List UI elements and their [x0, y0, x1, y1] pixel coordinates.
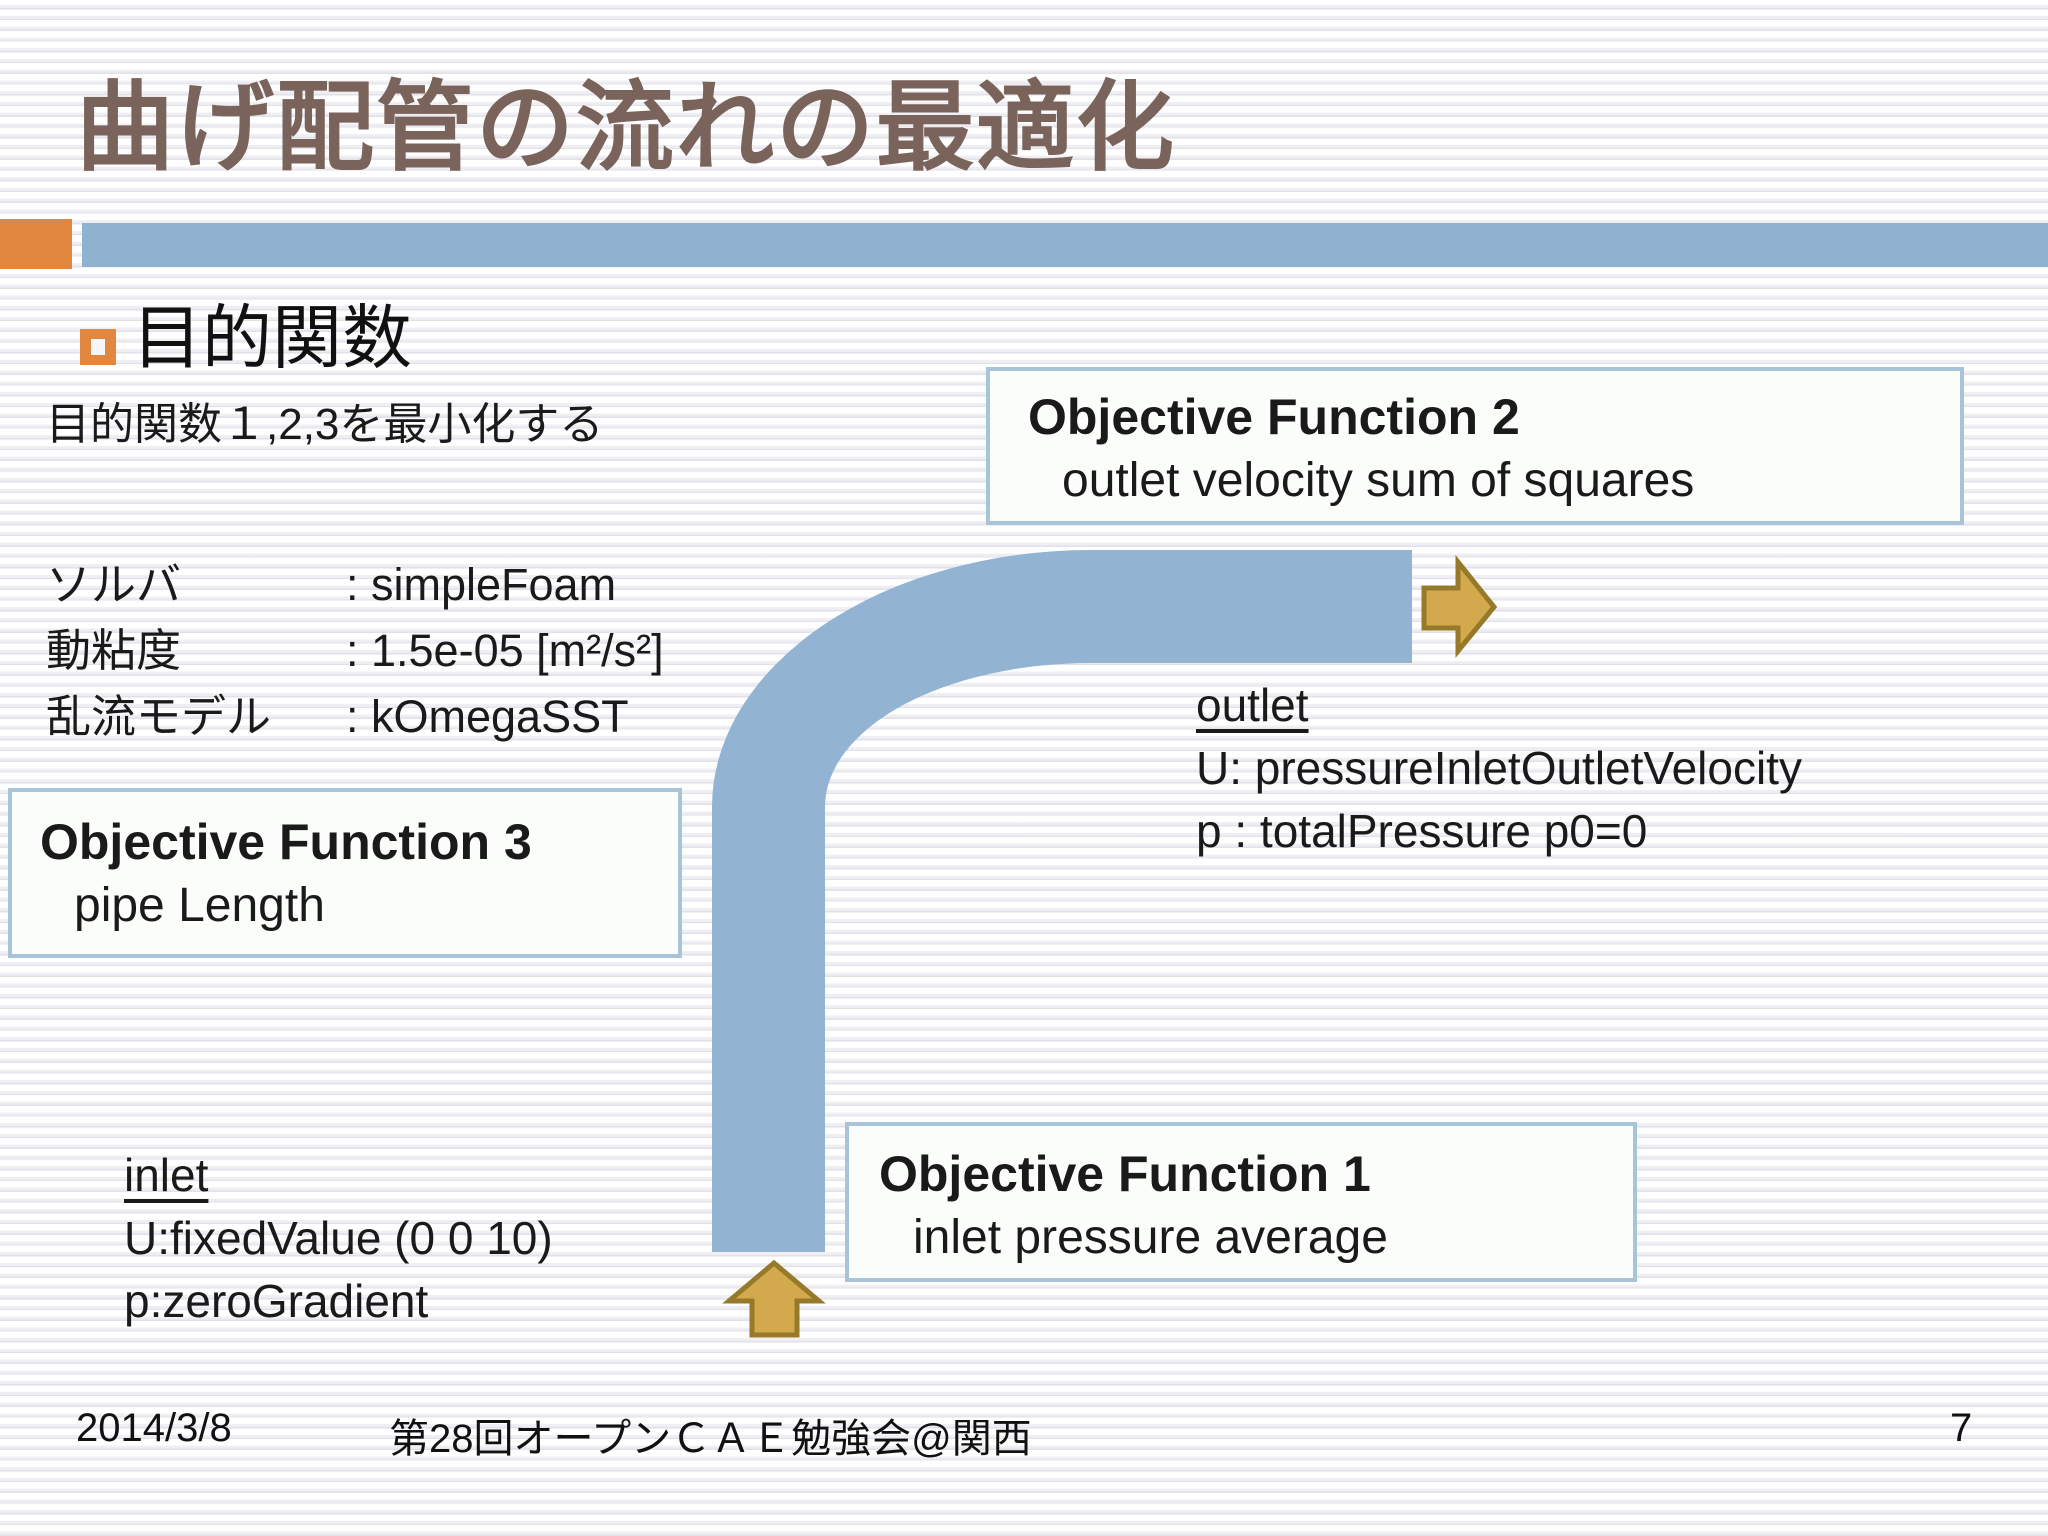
objective-function-2-desc: outlet velocity sum of squares — [1062, 454, 1695, 507]
section-heading: 目的関数 — [132, 299, 412, 377]
inlet-pressure-bc: p:zeroGradient — [124, 1275, 429, 1327]
objective-function-3-title: Objective Function 3 — [40, 814, 532, 870]
outlet-label: outlet — [1196, 679, 1309, 731]
objective-function-2-title: Objective Function 2 — [1028, 389, 1520, 445]
solver-row: 乱流モデル : kOmegaSST — [46, 684, 664, 750]
pipe-shape — [712, 550, 1412, 1252]
solver-label: ソルバ — [46, 559, 182, 610]
accent-bar-blue — [82, 223, 2048, 267]
outlet-boundary-conditions: outlet U: pressureInletOutletVelocity p … — [1196, 674, 1802, 863]
inlet-label: inlet — [124, 1149, 209, 1201]
objective-function-2-box: Objective Function 2 outlet velocity sum… — [986, 367, 1964, 525]
footer-date: 2014/3/8 — [76, 1406, 232, 1450]
objective-function-1-box: Objective Function 1 inlet pressure aver… — [845, 1122, 1637, 1282]
solver-row: ソルバ : simpleFoam — [46, 552, 664, 618]
page-title: 曲げ配管の流れの最適化 — [76, 72, 1177, 182]
solver-label: 乱流モデル — [46, 691, 272, 742]
outlet-arrow-icon — [1421, 554, 1498, 659]
inlet-arrow-icon — [722, 1259, 826, 1338]
solver-row: 動粘度 : 1.5e-05 [m²/s²] — [46, 618, 664, 684]
bullet-icon — [80, 329, 116, 365]
objective-function-1-desc: inlet pressure average — [913, 1211, 1388, 1264]
objective-function-3-desc: pipe Length — [74, 879, 325, 932]
objective-function-1-title: Objective Function 1 — [879, 1146, 1371, 1202]
solver-value: : simpleFoam — [346, 559, 617, 610]
solver-label: 動粘度 — [46, 625, 182, 676]
solver-value: : kOmegaSST — [346, 691, 629, 742]
inlet-boundary-conditions: inlet U:fixedValue (0 0 10) p:zeroGradie… — [124, 1144, 553, 1333]
solver-value: : 1.5e-05 [m²/s²] — [346, 625, 664, 676]
footer-event-name: 第28回オープンＣＡＥ勉強会@関西 — [389, 1417, 1032, 1461]
objective-function-3-box: Objective Function 3 pipe Length — [8, 788, 682, 958]
outlet-velocity-bc: U: pressureInletOutletVelocity — [1196, 742, 1802, 794]
outlet-pressure-bc: p : totalPressure p0=0 — [1196, 805, 1648, 857]
inlet-velocity-bc: U:fixedValue (0 0 10) — [124, 1212, 553, 1264]
section-subheading: 目的関数１,2,3を最小化する — [46, 400, 604, 449]
page-number: 7 — [1950, 1406, 1973, 1450]
accent-bar-orange — [0, 219, 72, 269]
solver-settings: ソルバ : simpleFoam 動粘度 : 1.5e-05 [m²/s²] 乱… — [46, 552, 664, 750]
